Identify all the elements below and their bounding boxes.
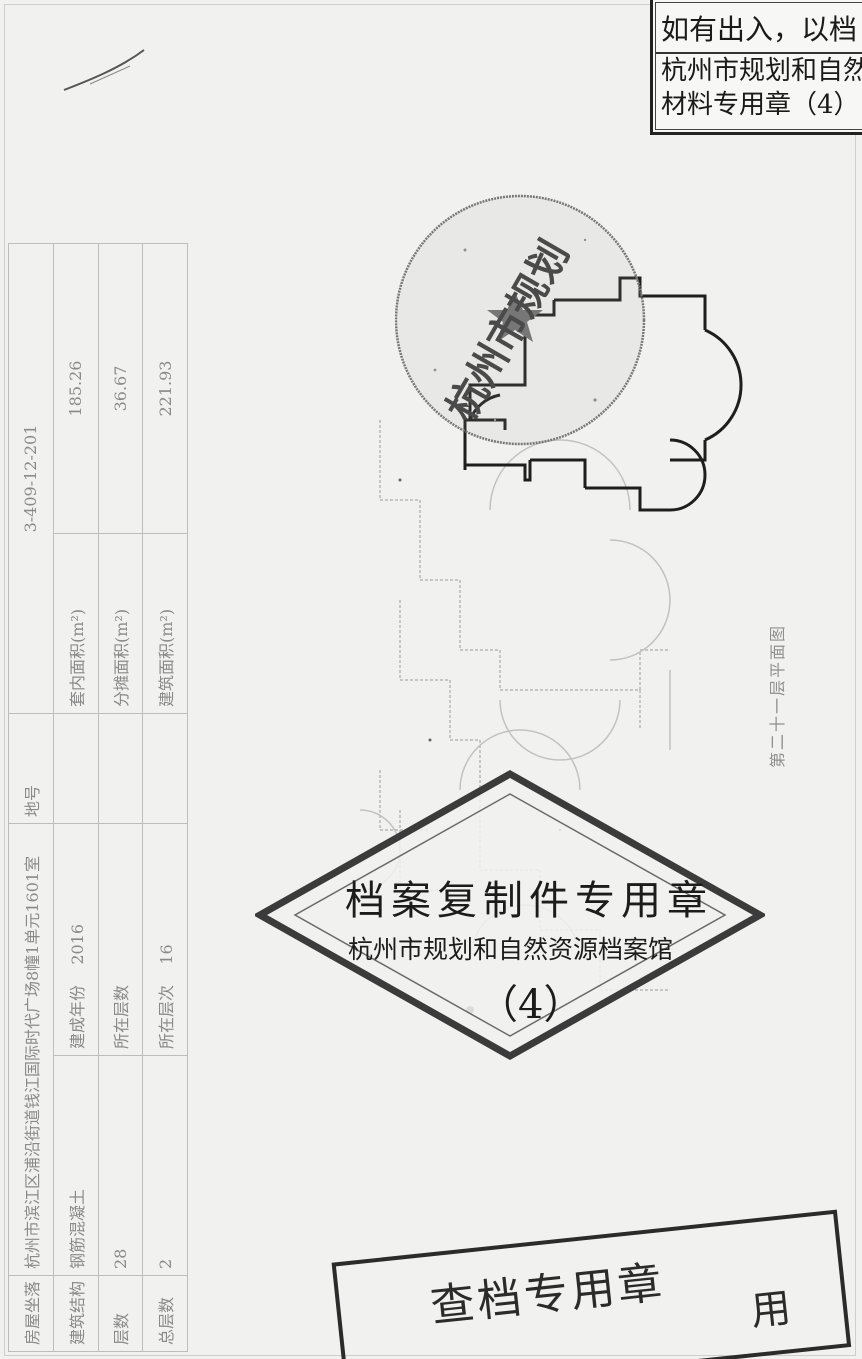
scan-border (4, 4, 856, 1356)
round-seal-icon (395, 194, 646, 446)
table-cell: 杭州市滨江区浦沿街道钱江国际时代广场8幢1单元1601室 (8, 823, 54, 1276)
table-cell: 建成年份 2016 (53, 823, 98, 1056)
table-cell: 221.93 (142, 243, 188, 534)
table-cell: 28 (98, 1055, 143, 1276)
table-cell: 185.26 (53, 243, 98, 534)
notice-line-1: 如有出入，以档 (661, 13, 858, 46)
table-cell-label: 所在层次 (157, 984, 177, 1049)
table-cell: 分摊面积(m²) (98, 533, 143, 714)
table-cell: 2 (142, 1055, 188, 1276)
table-cell: 所在层数 (98, 823, 143, 1056)
table-cell: 层数 (98, 1275, 143, 1352)
notice-divider (656, 52, 862, 54)
archive-stamp-number: （4） (478, 982, 584, 1028)
table-cell: 钢筋混凝土 (53, 1055, 98, 1276)
table-cell: 总层数 (142, 1275, 188, 1352)
notice-line-2: 杭州市规划和自然 (661, 56, 862, 86)
table-cell: 3-409-12-201 (8, 243, 54, 714)
notice-line-3: 材料专用章（4） (661, 90, 860, 120)
table-cell: 地号 (8, 713, 54, 824)
lookup-stamp-text: 查档专用章 (428, 1257, 668, 1333)
table-row: 总层数 2 所在层次 16 建筑面积(m²) 221.93 (142, 243, 188, 1352)
archive-stamp-title: 档案复制件专用章 (345, 878, 713, 924)
table-cell (142, 713, 188, 824)
table-cell: 36.67 (98, 243, 143, 534)
table-row: 层数 28 所在层数 分摊面积(m²) 36.67 (98, 243, 143, 1352)
table-cell: 建筑结构 (53, 1275, 98, 1352)
table-cell: 房屋坐落 (8, 1275, 54, 1352)
notice-stamp: 如有出入，以档 杭州市规划和自然 材料专用章（4） (650, 0, 862, 135)
table-cell (98, 713, 143, 824)
table-cell (53, 713, 98, 824)
property-info-table: 房屋坐落 杭州市滨江区浦沿街道钱江国际时代广场8幢1单元1601室 地号 3-4… (8, 243, 188, 1352)
table-row: 房屋坐落 杭州市滨江区浦沿街道钱江国际时代广场8幢1单元1601室 地号 3-4… (8, 243, 54, 1352)
table-cell: 建筑面积(m²) (142, 533, 188, 714)
table-cell-label: 建成年份 (67, 984, 87, 1049)
table-cell-value: 2016 (67, 923, 87, 965)
table-row: 建筑结构 钢筋混凝土 建成年份 2016 套内面积(m²) 185.26 (53, 243, 98, 1352)
table-cell: 套内面积(m²) (53, 533, 98, 714)
archive-copy-stamp-icon (255, 770, 765, 1060)
lookup-stamp-tail: 用 (748, 1285, 794, 1336)
table-cell: 所在层次 16 (142, 823, 188, 1056)
floor-plan-caption: 第二十一层平面图 (768, 623, 787, 768)
archive-stamp-org: 杭州市规划和自然资源档案馆 (348, 935, 674, 964)
pen-mark (63, 49, 145, 91)
table-cell-value: 16 (157, 944, 177, 965)
